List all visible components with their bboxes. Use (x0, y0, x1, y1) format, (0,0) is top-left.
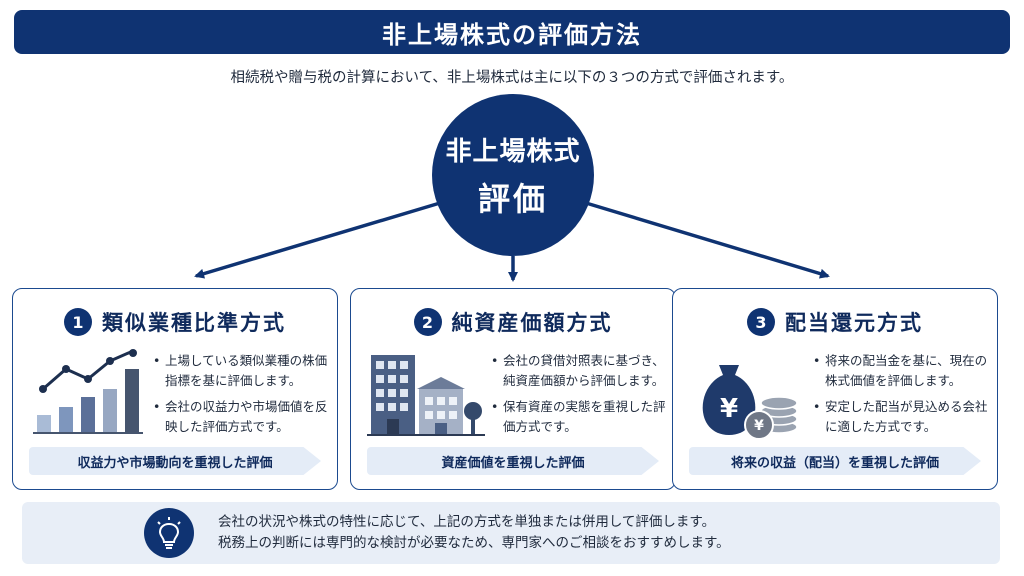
method-card-1: 1 類似業種比準方式 上場している類似業種の株価指標を基に評価します。 会社の収… (12, 288, 338, 490)
arrow-to-method-3 (575, 198, 830, 279)
lightbulb-badge (144, 508, 194, 558)
method-title: 類似業種比準方式 (102, 311, 286, 335)
center-label-top: 非上場株式 (445, 136, 581, 167)
list-item: 会社の収益力や市場価値を反映した評価方式です。 (153, 397, 333, 437)
method-card-2: 2 純資産価額方式 会社の貸借対照表に基づき、純資産価額から評価します。 保有資… (350, 288, 676, 490)
method-points: 上場している類似業種の株価指標を基に評価します。 会社の収益力や市場価値を反映し… (153, 351, 333, 443)
list-item: 将来の配当金を基に、現在の株式価値を評価します。 (813, 351, 993, 391)
page-title: 非上場株式の評価方法 (382, 20, 642, 49)
arrow-to-method-1 (194, 198, 451, 279)
method-points: 会社の貸借対照表に基づき、純資産価額から評価します。 保有資産の実態を重視した評… (491, 351, 671, 443)
svg-text:¥: ¥ (754, 418, 764, 434)
method-focus-ribbon: 資産価値を重視した評価 (367, 447, 659, 475)
method-number-badge: 3 (747, 308, 775, 336)
center-label-bottom: 評価 (477, 179, 548, 218)
method-title: 配当還元方式 (785, 311, 923, 335)
list-item: 会社の貸借対照表に基づき、純資産価額から評価します。 (491, 351, 671, 391)
method-card-3: 3 配当還元方式 ¥ ¥ 将来の配当金を基に、現在の株式価値を評価します。 安定… (672, 288, 998, 490)
bar-chart-icon (33, 349, 143, 434)
method-points: 将来の配当金を基に、現在の株式価値を評価します。 安定した配当が見込める会社に適… (813, 351, 993, 443)
center-circle: 非上場株式 評価 (432, 94, 594, 256)
title-bar: 非上場株式の評価方法 (14, 10, 1010, 54)
lightbulb-icon (157, 517, 181, 549)
method-title: 純資産価額方式 (451, 311, 613, 335)
buildings-icon (367, 355, 485, 436)
method-number-badge: 2 (413, 308, 442, 336)
method-number-badge: 1 (64, 308, 92, 336)
list-item: 安定した配当が見込める会社に適した方式です。 (813, 397, 993, 437)
page-subtitle: 相続税や贈与税の計算において、非上場株式は主に以下の３つの方式で評価されます。 (230, 70, 794, 86)
list-item: 上場している類似業種の株価指標を基に評価します。 (153, 351, 333, 391)
yen-money-bag-icon: ¥ ¥ (702, 365, 798, 440)
list-item: 保有資産の実態を重視した評価方式です。 (491, 397, 671, 437)
method-focus-ribbon: 収益力や市場動向を重視した評価 (29, 447, 321, 475)
card-header: 1 類似業種比準方式 (13, 307, 337, 337)
method-focus-ribbon: 将来の収益（配当）を重視した評価 (689, 447, 981, 475)
note-text: 会社の状況や株式の特性に応じて、上記の方式を単独または併用して評価します。 税務… (218, 512, 730, 554)
note-line: 税務上の判断には専門的な検討が必要なため、専門家へのご相談をおすすめします。 (218, 535, 730, 551)
card-header: 2 純資産価額方式 (351, 307, 675, 337)
svg-text:¥: ¥ (720, 394, 738, 424)
note-box: 会社の状況や株式の特性に応じて、上記の方式を単独または併用して評価します。 税務… (22, 502, 1000, 564)
note-line: 会社の状況や株式の特性に応じて、上記の方式を単独または併用して評価します。 (218, 514, 716, 530)
card-header: 3 配当還元方式 (673, 307, 997, 337)
